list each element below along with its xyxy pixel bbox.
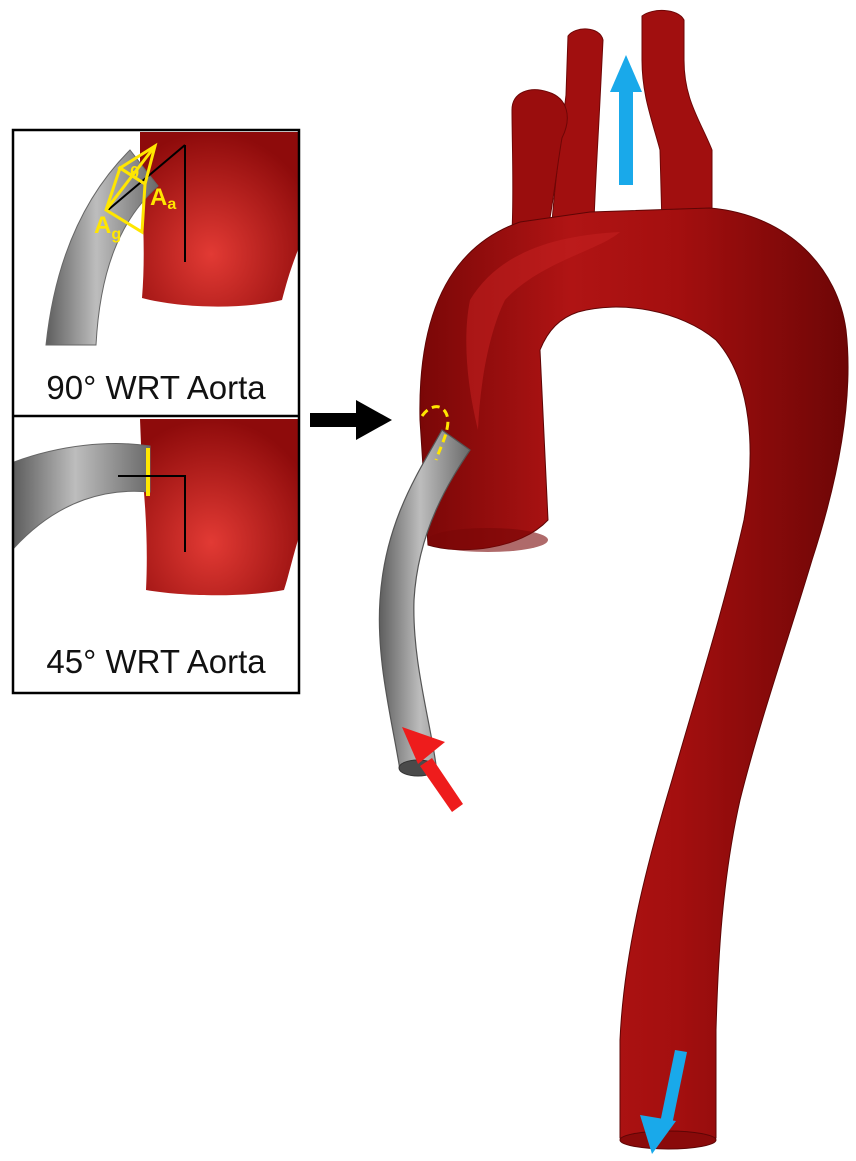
top-panel-caption: 90° WRT Aorta [46, 369, 266, 406]
left-subclavian-branch [642, 10, 712, 225]
diagonal-arrow-icon [420, 758, 463, 812]
theta-label: θ [130, 163, 139, 182]
aorta-stump-top [140, 132, 298, 307]
pointer-arrow-head [356, 400, 392, 440]
up-arrow-icon [619, 85, 633, 185]
right-arrow-icon [310, 413, 360, 427]
outflow-arrow-top [610, 55, 642, 185]
bottom-panel-caption: 45° WRT Aorta [46, 643, 266, 680]
cannula-graft [379, 407, 470, 776]
pointer-arrow [310, 400, 392, 440]
up-arrow-head [610, 55, 642, 92]
aorta-model [420, 10, 848, 1149]
aorta-stump-bottom [140, 419, 298, 595]
descending-aorta-outlet [620, 1131, 716, 1149]
inset-panels: θ Aa Ag 90° WRT Aorta 45° WRT Aorta [13, 130, 299, 693]
aortic-root-opening [428, 528, 548, 552]
